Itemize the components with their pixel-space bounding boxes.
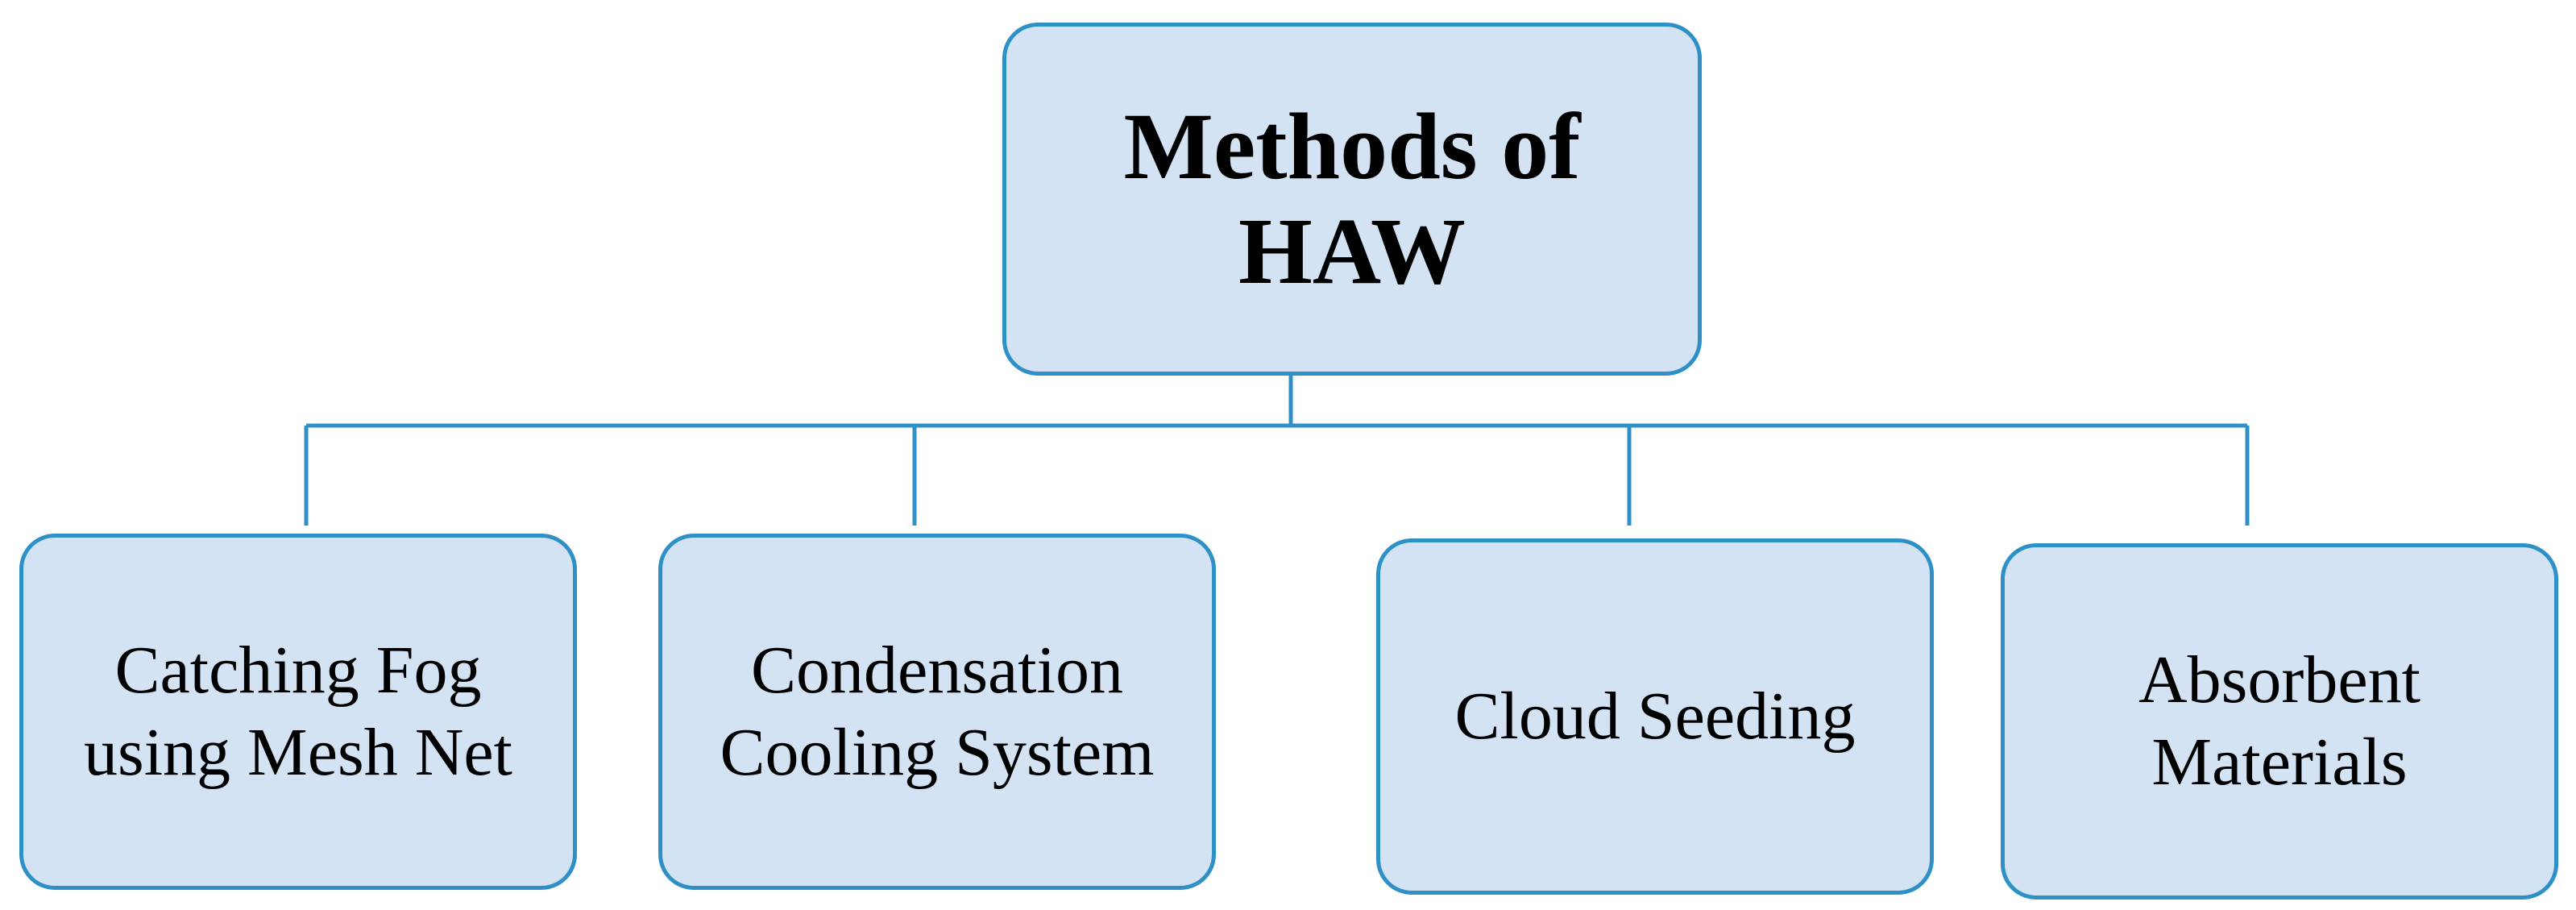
child-node-label: Absorbent Materials — [2138, 642, 2420, 800]
child-node-cloud-seeding: Cloud Seeding — [1376, 538, 1934, 895]
child-node-absorbent-materials: Absorbent Materials — [2001, 543, 2558, 900]
root-node: Methods of HAW — [1002, 23, 1702, 376]
child-node-catching-fog: Catching Fog using Mesh Net — [19, 534, 577, 890]
child-node-label: Catching Fog using Mesh Net — [84, 633, 512, 790]
child-node-label: Condensation Cooling System — [720, 633, 1155, 790]
child-node-label: Cloud Seeding — [1454, 679, 1856, 754]
root-node-label: Methods of HAW — [1123, 93, 1581, 304]
child-node-condensation-cooling: Condensation Cooling System — [658, 534, 1216, 890]
